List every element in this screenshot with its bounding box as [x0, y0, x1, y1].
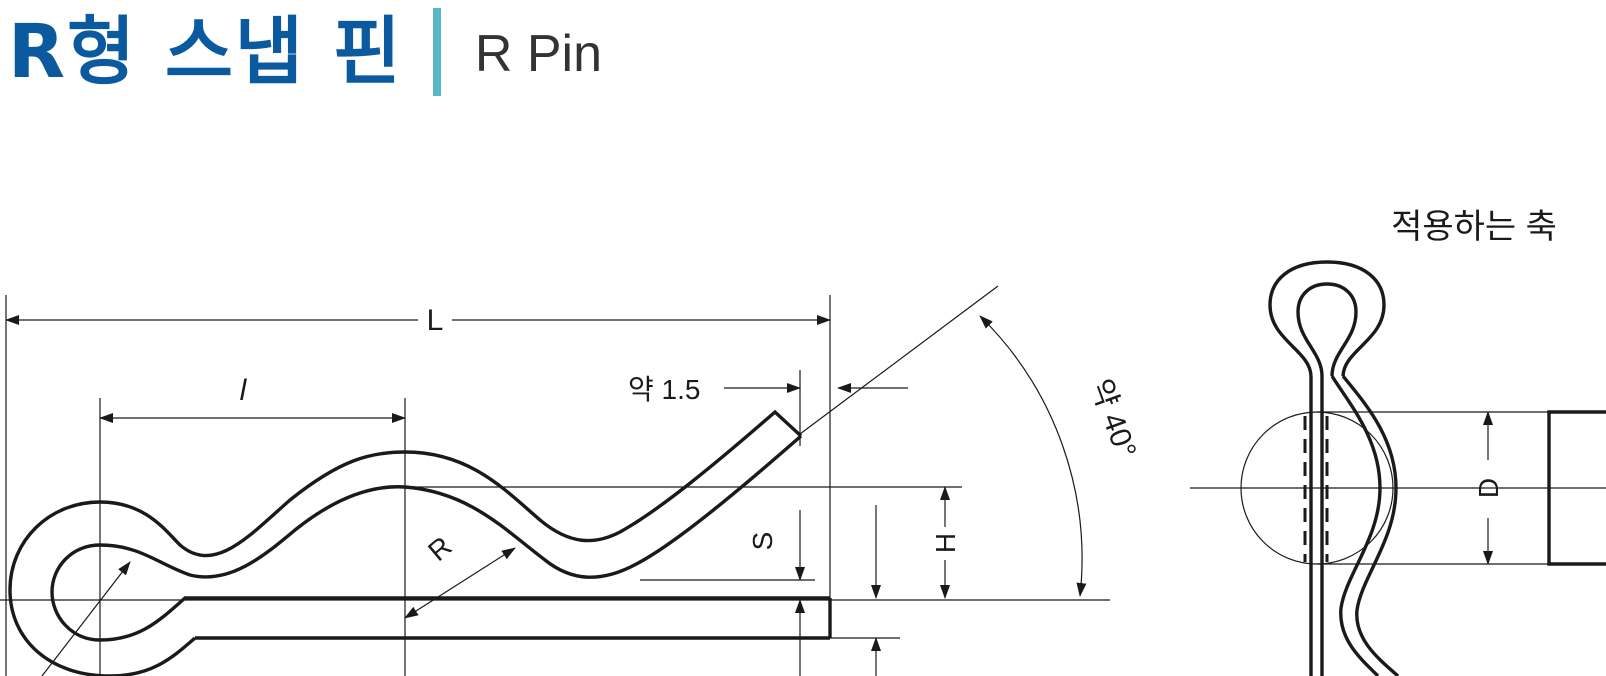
- page-title-korean: R형 스냅 핀: [8, 9, 403, 95]
- shaft-application-view: [1190, 260, 1606, 676]
- pin-wave-leg-inner: [1330, 375, 1382, 676]
- page-header: R형 스냅 핀 R Pin: [8, 4, 602, 100]
- label-S: S: [747, 532, 778, 551]
- label-L: L: [427, 304, 444, 337]
- dim-angle-arc: [979, 315, 1087, 597]
- label-D: D: [1473, 478, 1504, 498]
- label-approx-40: 약 40°: [1084, 375, 1143, 463]
- page-title-english: R Pin: [474, 25, 602, 83]
- label-l: l: [240, 374, 248, 407]
- shaft-end-face: [1547, 410, 1606, 566]
- label-H: H: [930, 533, 961, 553]
- pin-head-loop-inner: [1296, 282, 1358, 377]
- label-applied-shaft: 적용하는 축: [1391, 208, 1557, 246]
- label-approx-1-5: 약 1.5: [628, 374, 700, 405]
- pin-wave-leg-outer: [1341, 374, 1400, 676]
- title-divider: [432, 8, 441, 96]
- pin-outer-contour: [8, 409, 803, 676]
- pin-side-view: [0, 285, 1110, 676]
- label-R: R: [422, 530, 457, 567]
- pin-head-loop-outer: [1268, 260, 1386, 377]
- shaft-application-labels: 적용하는 축 D: [1391, 208, 1557, 498]
- angle-reference-line: [799, 285, 999, 435]
- pin-inner-contour: [50, 434, 830, 642]
- dim-R-line: [404, 547, 516, 619]
- dim-loop-diameter: [41, 561, 131, 676]
